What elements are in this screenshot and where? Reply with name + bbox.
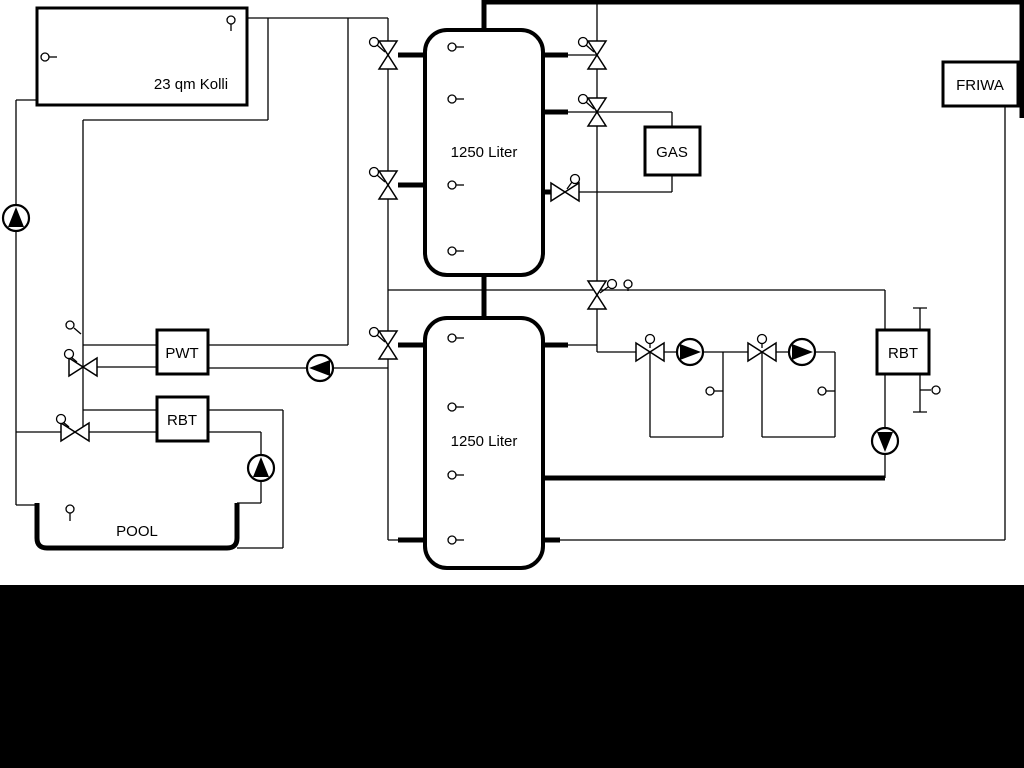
three-way-valve-icon [550,173,581,203]
temperature-sensor-icon [447,246,464,256]
temperature-sensor-icon [447,94,464,104]
buffer-tank-bottom-label: 1250 Liter [451,433,518,450]
temperature-sensor-icon [40,52,57,62]
temperature-sensor-icon [447,42,464,52]
buffer-tank-top-label: 1250 Liter [451,144,518,161]
pump-icon [675,337,705,367]
three-way-valve-icon [368,36,399,70]
temperature-sensor-icon [447,470,464,480]
rbt-left-label: RBT [167,412,197,429]
solar-collector-label: 23 qm Kolli [154,76,228,93]
three-way-valve-icon [577,36,608,70]
solar-collector-outline [35,6,249,107]
three-way-valve-icon [368,326,399,360]
solar-collector: 23 qm Kolli [35,6,249,107]
gas-boiler-label: GAS [656,144,688,161]
pipes-thin [15,2,1022,549]
pump-icon [246,453,276,483]
rbt-left-outline [155,395,210,443]
mixing-valve-icon [747,333,777,363]
friwa-outline [941,60,1020,108]
buffer-tank-bottom: 1250 Liter [423,316,545,570]
gas-boiler: GAS [643,125,702,177]
rbt-right-outline [875,328,931,376]
temperature-sensor-icon [447,333,464,343]
pipe-network-thin [15,2,1022,549]
temperature-sensor-icon [65,320,82,335]
friwa-label: FRIWA [956,77,1004,94]
pool-label: POOL [116,523,158,540]
pool-outline [34,503,240,551]
buffer-tank-bottom-outline [423,316,545,570]
mixing-valve-icon [635,333,665,363]
three-way-valve-icon [368,166,399,200]
buffer-tank-top-outline [423,28,545,277]
temperature-sensor-icon [447,535,464,545]
three-way-valve-icon [577,93,608,127]
sensors [40,15,941,545]
pumps [1,203,900,483]
gas-boiler-outline [643,125,702,177]
temperature-sensor-icon [817,386,835,396]
pool-basin: POOL [34,503,240,551]
pipe-network-thick [398,0,1024,543]
rbt-right: RBT [875,328,931,376]
valves [55,36,777,443]
temperature-sensor-icon [447,180,464,190]
temperature-sensor-icon [447,402,464,412]
pipes-thick [398,0,1024,543]
pwt-heat-exchanger: PWT [155,328,210,376]
temperature-sensor-icon [226,15,236,31]
pump-icon [305,353,335,383]
mixing-valve-icon [55,413,90,443]
temperature-sensor-icon [705,386,723,396]
friwa-station: FRIWA [941,60,1020,108]
mixing-valve-icon [63,348,98,378]
pump-icon [1,203,31,233]
letterbox-bottom [0,585,1024,768]
pwt-label: PWT [165,345,198,362]
temperature-sensor-icon [920,385,941,395]
buffer-tank-top: 1250 Liter [423,28,545,277]
temperature-sensor-icon [65,504,75,521]
rbt-left: RBT [155,395,210,443]
pwt-outline [155,328,210,376]
rbt-right-label: RBT [888,345,918,362]
temperature-sensor-icon [623,279,633,291]
pump-icon [870,426,900,456]
pump-icon [787,337,817,367]
three-way-valve-icon [586,278,618,310]
